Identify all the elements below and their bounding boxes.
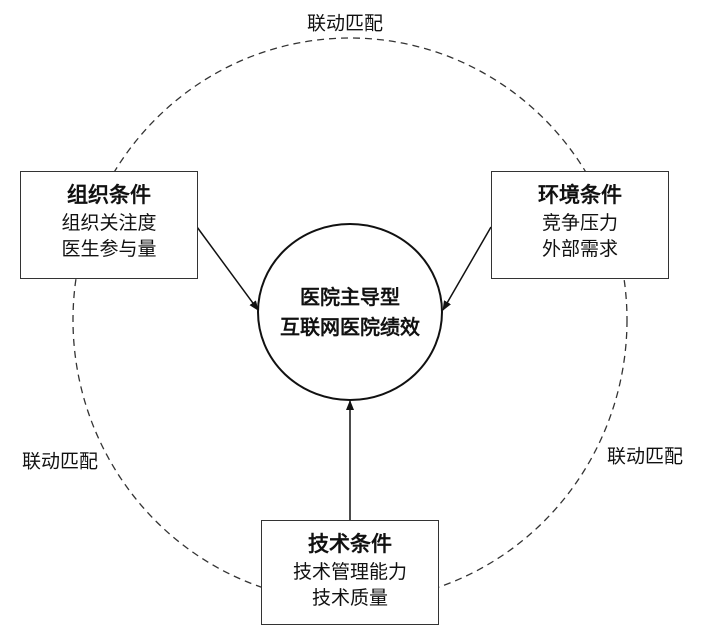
box-title: 环境条件 xyxy=(538,183,622,207)
box-item: 外部需求 xyxy=(541,238,618,260)
arrow-organization-to-center xyxy=(196,226,259,311)
organization-conditions-box: 组织条件 组织关注度 医生参与量 xyxy=(20,171,198,279)
box-item: 医生参与量 xyxy=(61,238,157,260)
box-item: 技术管理能力 xyxy=(292,561,407,583)
linkage-label-left: 联动匹配 xyxy=(21,450,99,473)
center-line-2: 互联网医院绩效 xyxy=(280,315,420,339)
environment-conditions-box: 环境条件 竞争压力 外部需求 xyxy=(491,171,669,279)
box-item: 组织关注度 xyxy=(61,212,157,234)
box-item: 竞争压力 xyxy=(541,212,618,234)
box-item: 技术质量 xyxy=(311,587,388,609)
box-title: 技术条件 xyxy=(308,532,392,556)
technology-conditions-box: 技术条件 技术管理能力 技术质量 xyxy=(261,520,439,625)
center-line-1: 医院主导型 xyxy=(300,285,400,309)
center-performance: 医院主导型 互联网医院绩效 xyxy=(280,282,420,342)
box-title: 组织条件 xyxy=(67,183,151,207)
arrow-environment-to-center xyxy=(442,226,492,311)
linkage-label-right: 联动匹配 xyxy=(606,445,684,468)
linkage-label-top: 联动匹配 xyxy=(306,12,384,35)
